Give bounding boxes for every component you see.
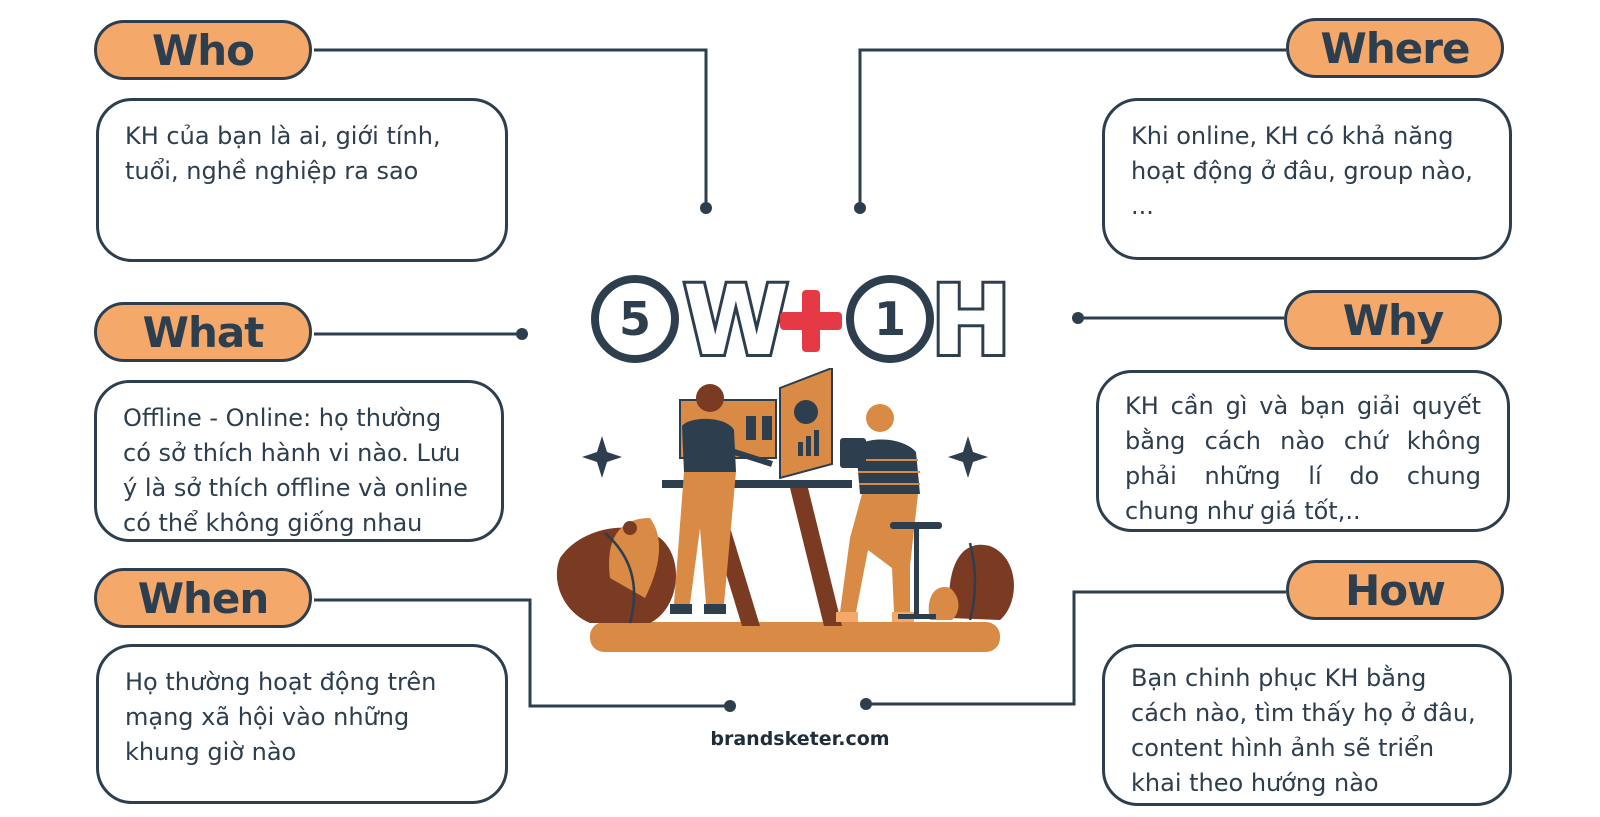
five-circle (591, 275, 679, 363)
right-bush (949, 544, 1014, 620)
w-letter: W (683, 268, 789, 370)
where-connector (858, 48, 1286, 208)
when-pill: When (94, 568, 312, 628)
sparkle-right (948, 436, 988, 478)
how-box: Bạn chinh phục KH bằng cách nào, tìm thấ… (1102, 644, 1512, 806)
when-box: Họ thường hoạt động trên mạng xã hội vào… (96, 644, 508, 804)
h-letter: H (931, 268, 1011, 370)
five-w-one-h-title: 5 W 1 H (591, 268, 1014, 370)
who-box: KH của bạn là ai, giới tính, tuổi, nghề … (96, 98, 508, 262)
when-connector (314, 598, 730, 708)
one-circle (846, 275, 934, 363)
why-dot (1072, 312, 1084, 324)
left-person-head (696, 384, 724, 412)
sparkle-left (582, 436, 622, 478)
footer-website: brandsketer.com (710, 728, 890, 750)
left-person-pants (674, 472, 736, 604)
stool-seat (890, 522, 942, 529)
right-person-shirt (856, 439, 920, 494)
where-box: Khi online, KH có khả năng hoạt động ở đ… (1102, 98, 1512, 260)
who-connector (314, 48, 708, 208)
desk-leg-right (790, 488, 842, 626)
where-pill: Where (1286, 18, 1504, 78)
when-dot (724, 700, 736, 712)
right-person-pants (840, 494, 918, 612)
where-dot (854, 202, 866, 214)
ground-platform (590, 622, 1000, 652)
what-pill: What (94, 302, 312, 362)
tablet (840, 438, 866, 468)
right-person-head (866, 404, 894, 432)
who-dot (700, 202, 712, 214)
five-digit: 5 (619, 292, 651, 346)
one-digit: 1 (874, 292, 906, 346)
what-box: Offline - Online: họ thường có sở thích … (94, 380, 504, 542)
who-pill: Who (94, 20, 312, 80)
why-box: KH cần gì và bạn giải quyết bằng cách nà… (1096, 370, 1510, 532)
why-pill: Why (1284, 290, 1502, 350)
how-pill: How (1286, 560, 1504, 620)
left-person-shirt (682, 418, 736, 472)
desk-top (662, 480, 852, 488)
illustration-two-people-at-desk (556, 368, 1014, 652)
how-connector (866, 590, 1286, 706)
how-dot (860, 698, 872, 710)
left-bush-leaf (609, 518, 660, 598)
what-dot (516, 328, 528, 340)
plus-sign (780, 290, 842, 352)
